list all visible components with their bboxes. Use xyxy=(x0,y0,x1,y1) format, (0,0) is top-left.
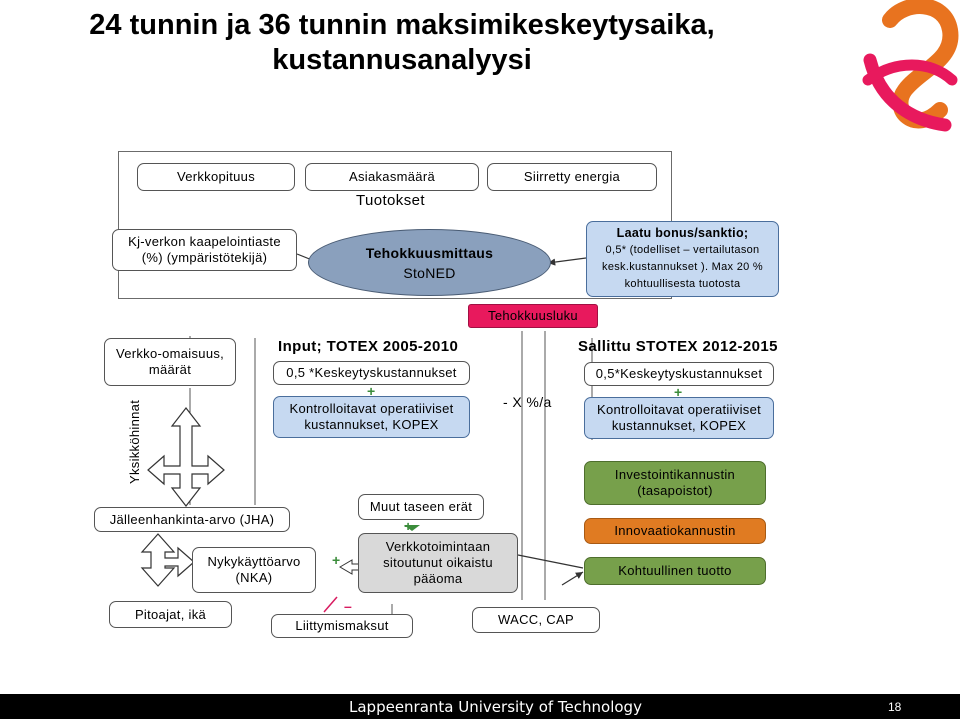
tehokkuusluku-box: Tehokkuusluku xyxy=(468,304,598,328)
page-number: 18 xyxy=(888,700,902,714)
asiakasmaara-box: Asiakasmäärä xyxy=(305,163,479,191)
allowed-kesk-box: 0,5*Keskeytyskustannukset xyxy=(584,362,774,386)
page-title: 24 tunnin ja 36 tunnin maksimikeskeytysa… xyxy=(89,9,715,76)
laatu-bonus-box: Laatu bonus/sanktio; 0,5* (todelliset – … xyxy=(586,221,779,297)
tehokkuusmittaus-ellipse: Tehokkuusmittaus StoNED xyxy=(308,229,551,296)
rate-label: - X %/a xyxy=(503,394,552,410)
kohtuullinen-tuotto-box: Kohtuullinen tuotto xyxy=(584,557,766,585)
tuotokset-label: Tuotokset xyxy=(356,192,425,209)
yksikkohinnat-label: Yksikköhinnat xyxy=(127,399,142,485)
footer-university: Lappeenranta University of Technology xyxy=(349,698,642,716)
double-arrow-upper-icon xyxy=(147,407,225,507)
footer-bar xyxy=(0,694,960,719)
investointikannustin-box: Investointikannustin (tasapoistot) xyxy=(584,461,766,505)
wacc-cap-box: WACC, CAP xyxy=(472,607,600,633)
allowed-kopex-box: Kontrolloitavat operatiiviset kustannuks… xyxy=(584,397,774,439)
sitoutunut-paaoma-box: Verkkotoimintaan sitoutunut oikaistu pää… xyxy=(358,533,518,593)
liittymis-minus: – xyxy=(344,598,352,614)
muut-taseen-box: Muut taseen erät xyxy=(358,494,484,520)
nka-plus: + xyxy=(332,552,341,568)
verkko-omaisuus-box: Verkko-omaisuus, määrät xyxy=(104,338,236,386)
input-kopex-box: Kontrolloitavat operatiiviset kustannuks… xyxy=(273,396,470,438)
input-plus: + xyxy=(367,383,376,399)
pitoajat-box: Pitoajat, ikä xyxy=(109,601,232,628)
allowed-plus: + xyxy=(674,384,683,400)
input-totex-header: Input; TOTEX 2005-2010 xyxy=(278,338,459,355)
muut-plus: + xyxy=(404,518,413,534)
liittymismaksut-box: Liittymismaksut xyxy=(271,614,413,638)
siirretty-energia-box: Siirretty energia xyxy=(487,163,657,191)
verkkopituus-box: Verkkopituus xyxy=(137,163,295,191)
kaapelointiaste-box: Kj-verkon kaapelointiaste (%) (ympäristö… xyxy=(112,229,297,271)
jha-box: Jälleenhankinta-arvo (JHA) xyxy=(94,507,290,532)
nka-box: Nykykäyttöarvo (NKA) xyxy=(192,547,316,593)
double-arrow-lower-icon xyxy=(140,533,195,587)
allowed-stotex-header: Sallittu STOTEX 2012-2015 xyxy=(578,338,778,355)
innovaatiokannustin-box: Innovaatiokannustin xyxy=(584,518,766,544)
input-kesk-box: 0,5 *Keskeytyskustannukset xyxy=(273,361,470,385)
university-logo-icon xyxy=(862,0,959,132)
